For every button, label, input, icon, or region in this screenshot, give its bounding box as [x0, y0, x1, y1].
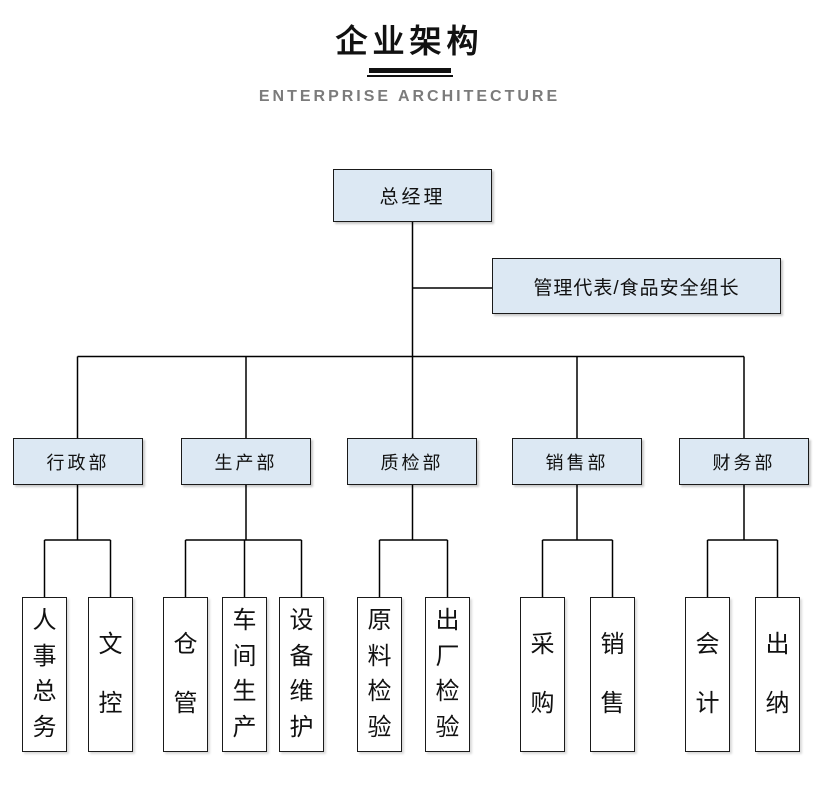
sub-box-label: 设备维护 [289, 607, 314, 741]
sub-box-workshop-production: 车间生产 [222, 597, 267, 752]
sub-box-hr-general-affairs: 人事总务 [22, 597, 67, 752]
dept-box-admin: 行政部 [13, 438, 143, 485]
sub-box-label: 出纳 [765, 631, 790, 717]
sub-box-cashier: 出纳 [755, 597, 800, 752]
sub-box-label: 出厂检验 [435, 607, 460, 741]
page-title: 企业架构 [335, 23, 484, 59]
sub-box-warehouse: 仓管 [163, 597, 208, 752]
chart-header: 企业架构 ENTERPRISE ARCHITECTURE [0, 0, 819, 106]
management-representative-box: 管理代表/食品安全组长 [492, 258, 781, 314]
title-underline-thin [366, 75, 453, 77]
dept-box-production: 生产部 [181, 438, 311, 485]
sub-box-label: 车间生产 [232, 607, 257, 741]
title-underline-thick [368, 68, 451, 73]
sub-box-procurement: 采购 [520, 597, 565, 752]
sub-box-raw-material-inspection: 原料检验 [357, 597, 402, 752]
sub-box-label: 原料检验 [367, 607, 392, 741]
dept-box-qc: 质检部 [347, 438, 477, 485]
sub-box-label: 人事总务 [32, 607, 57, 741]
page-subtitle: ENTERPRISE ARCHITECTURE [258, 88, 561, 105]
sub-box-equipment-maintenance: 设备维护 [279, 597, 324, 752]
sub-box-label: 文控 [98, 631, 123, 717]
dept-box-finance: 财务部 [679, 438, 809, 485]
general-manager-box: 总经理 [333, 169, 492, 222]
sub-box-label: 仓管 [173, 631, 198, 717]
sub-box-label: 销售 [600, 631, 625, 717]
sub-box-label: 会计 [695, 631, 720, 717]
dept-box-sales: 销售部 [512, 438, 642, 485]
sub-box-outgoing-inspection: 出厂检验 [425, 597, 470, 752]
sub-box-document-control: 文控 [88, 597, 133, 752]
sub-box-sales: 销售 [590, 597, 635, 752]
sub-box-accounting: 会计 [685, 597, 730, 752]
sub-box-label: 采购 [530, 631, 555, 717]
